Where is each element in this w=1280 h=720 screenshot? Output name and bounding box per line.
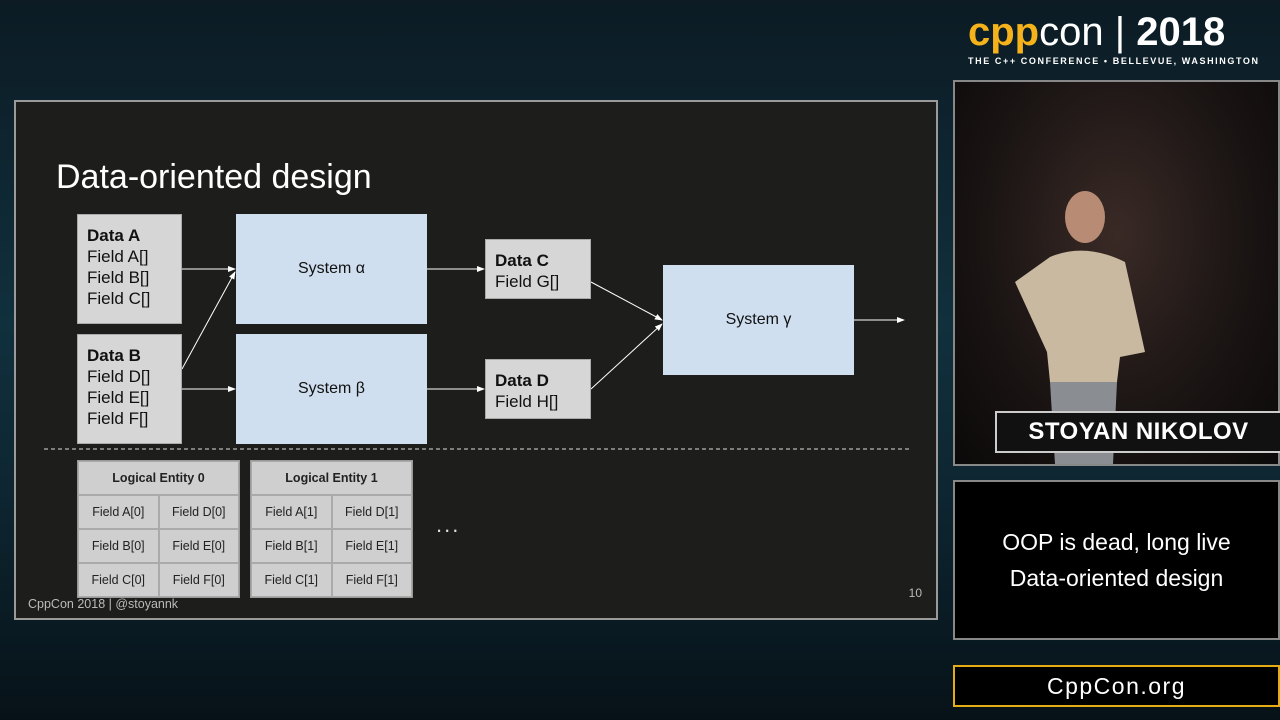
cppcon-logo: cppcon | 2018 THE C++ CONFERENCE • BELLE…: [968, 10, 1268, 66]
arrow: [590, 281, 663, 321]
system-alpha-box: System α: [236, 214, 427, 324]
slide-footer: CppCon 2018 | @stoyannk: [28, 597, 179, 611]
site-link[interactable]: CppCon.org: [953, 665, 1280, 707]
logo-subtitle: THE C++ CONFERENCE • BELLEVUE, WASHINGTO…: [968, 56, 1260, 66]
talk-title: OOP is dead, long live Data-oriented des…: [953, 480, 1280, 640]
ellipsis: ...: [436, 512, 461, 537]
page-number: 10: [908, 586, 922, 600]
system-beta-box: System β: [236, 334, 427, 444]
logo-year: 2018: [1136, 10, 1226, 54]
system-gamma-box: System γ: [663, 265, 854, 375]
logical-entity-1: Logical Entity 1 Field A[1]Field D[1] Fi…: [250, 460, 413, 598]
arrow: [181, 271, 236, 370]
speaker-name: STOYAN NIKOLOV: [995, 411, 1280, 453]
talk-title-line2: Data-oriented design: [1009, 565, 1224, 591]
speaker-video: [953, 80, 1280, 466]
slide-title: Data-oriented design: [56, 158, 372, 196]
speaker-figure: [1015, 191, 1145, 464]
logo-con: con: [1039, 10, 1104, 54]
logo-separator: |: [1114, 10, 1126, 54]
talk-title-line1: OOP is dead, long live: [1002, 529, 1231, 555]
diagram-arrows: [44, 266, 912, 450]
arrow: [590, 323, 663, 390]
logo-cpp: cpp: [968, 10, 1040, 54]
logical-entity-0: Logical Entity 0 Field A[0]Field D[0] Fi…: [77, 460, 240, 598]
